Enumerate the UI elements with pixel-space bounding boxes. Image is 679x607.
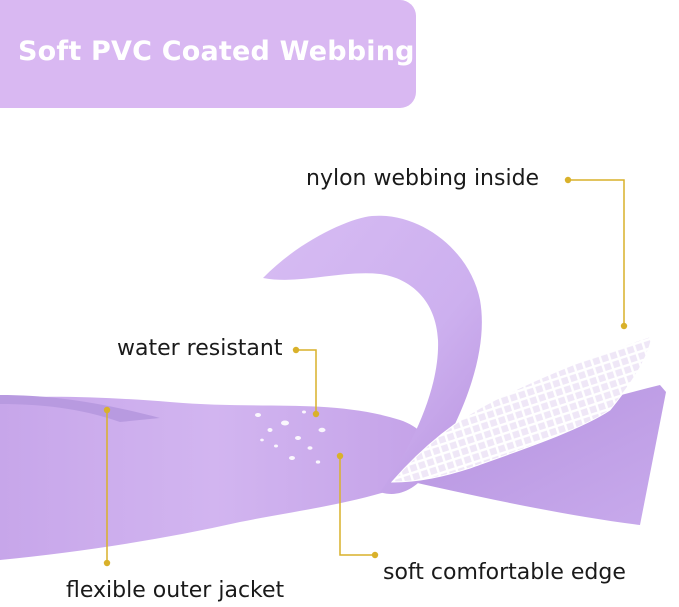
strap-folded-loop [263,215,482,494]
callout-nylon-webbing: nylon webbing inside [306,166,540,191]
strap-lower-layer [390,385,666,525]
callout-soft-edge: soft comfortable edge [383,560,626,585]
leader-nylon [568,179,625,326]
leader-edge [339,456,375,556]
strap-outer-jacket [0,396,431,560]
leader-dots [103,176,628,567]
callout-outer-jacket: flexible outer jacket [66,578,285,603]
strap-underside [0,395,160,422]
water-droplets [255,410,326,464]
callout-water-resistant: water resistant [117,336,283,361]
leader-water [296,349,317,414]
leader-lines [106,179,625,563]
title-banner: Soft PVC Coated Webbing [0,0,416,108]
banner-title: Soft PVC Coated Webbing [18,36,415,67]
nylon-mesh [390,335,653,483]
